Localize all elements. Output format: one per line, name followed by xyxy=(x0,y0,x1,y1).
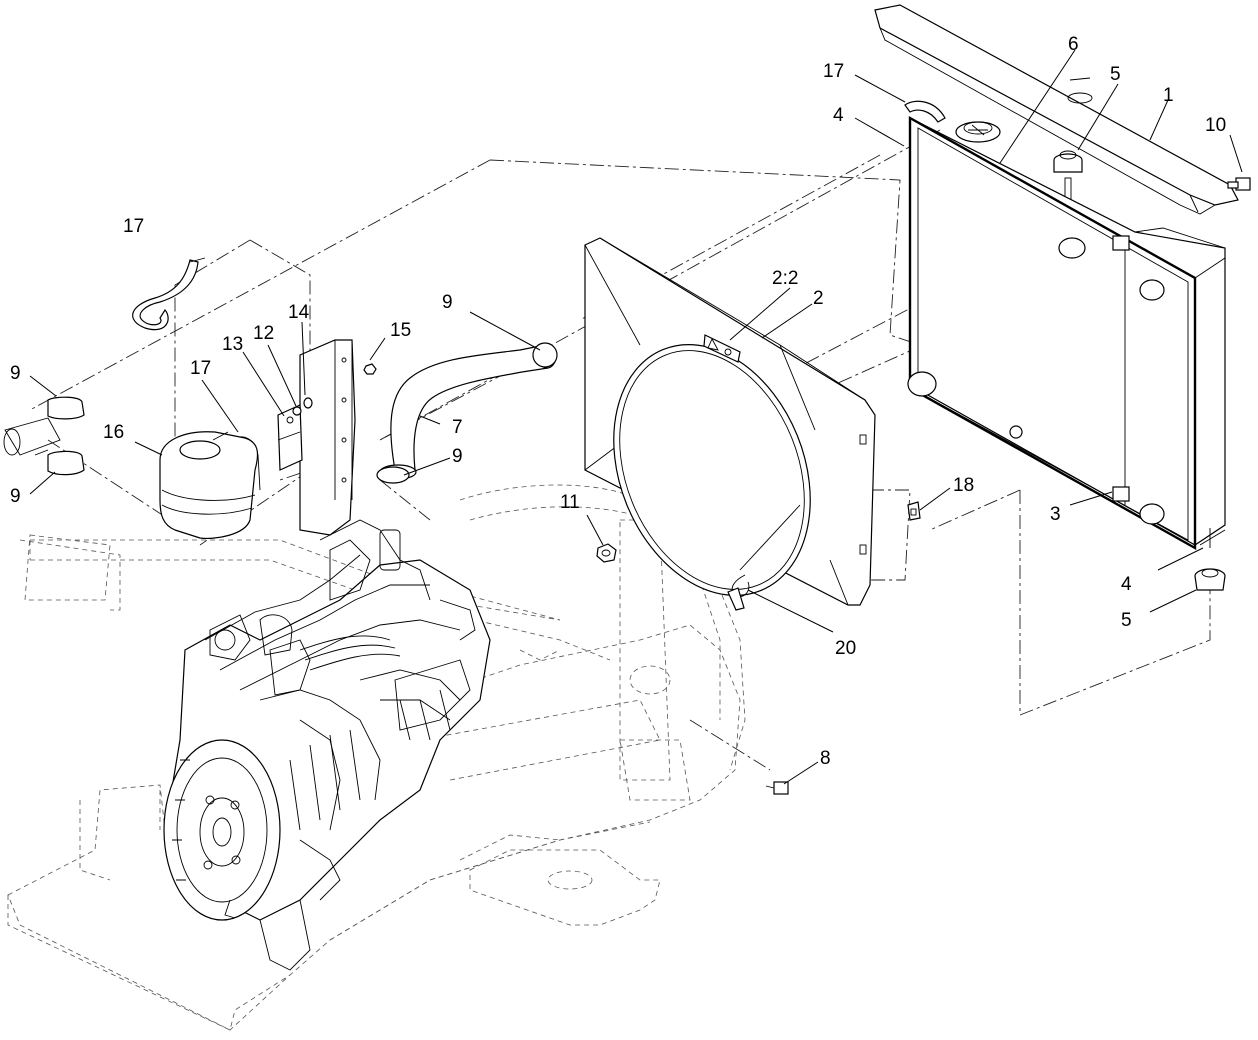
callout-5-top: 5 xyxy=(1110,64,1121,85)
callout-9-left-bottom: 9 xyxy=(10,486,21,507)
callout-20: 20 xyxy=(835,638,856,659)
lower-hose-ends xyxy=(3,417,61,456)
callout-7: 7 xyxy=(452,417,463,438)
callout-2: 2 xyxy=(813,288,824,309)
isolator-mount-5-bottom xyxy=(1194,568,1226,591)
clip-18 xyxy=(907,501,921,521)
leader-lines xyxy=(29,49,1243,785)
callout-13: 13 xyxy=(222,334,243,355)
callout-17-overflow: 17 xyxy=(123,216,144,237)
callout-9-hose: 9 xyxy=(452,446,463,467)
radiator-upper-support-1 xyxy=(874,4,1239,215)
callout-17-radiator: 17 xyxy=(823,61,844,82)
shroud-support-bracket xyxy=(299,339,356,536)
callout-2-2-decal: 2:2 xyxy=(772,268,798,289)
callout-8: 8 xyxy=(820,748,831,769)
callout-11: 11 xyxy=(560,492,580,513)
callout-4-bottom: 4 xyxy=(1121,574,1132,595)
callout-16: 16 xyxy=(103,422,124,443)
chassis-frame-phantom xyxy=(7,484,746,1031)
callout-9-left-top: 9 xyxy=(10,363,21,384)
upper-radiator-hose-7 xyxy=(379,343,557,480)
callout-4-top: 4 xyxy=(833,105,844,126)
callout-1: 1 xyxy=(1163,85,1174,106)
callout-labels: 17 6 5 1 10 4 17 2:2 2 9 14 12 15 13 9 1… xyxy=(10,34,1226,769)
callout-5-bottom: 5 xyxy=(1121,610,1132,631)
callout-17-tank: 17 xyxy=(190,358,211,379)
radiator-3 xyxy=(904,100,1226,551)
callout-12: 12 xyxy=(253,323,274,344)
callout-9-upper: 9 xyxy=(442,292,453,313)
callout-3: 3 xyxy=(1050,504,1061,525)
callout-6: 6 xyxy=(1068,34,1079,55)
nut-11 xyxy=(596,543,617,563)
expansion-tank-16 xyxy=(159,431,259,540)
bracket-13 xyxy=(277,404,303,471)
engine-assembly xyxy=(163,519,491,971)
bolt-8 xyxy=(765,781,789,795)
callout-18: 18 xyxy=(953,475,974,496)
callout-10: 10 xyxy=(1205,115,1226,136)
fan-shroud-2 xyxy=(584,237,876,606)
callout-14: 14 xyxy=(288,302,310,323)
callout-15: 15 xyxy=(390,320,411,341)
retainer-clip-20 xyxy=(727,504,801,611)
hardware-12-14-15 xyxy=(292,363,377,416)
bolt-10 xyxy=(1227,177,1251,191)
